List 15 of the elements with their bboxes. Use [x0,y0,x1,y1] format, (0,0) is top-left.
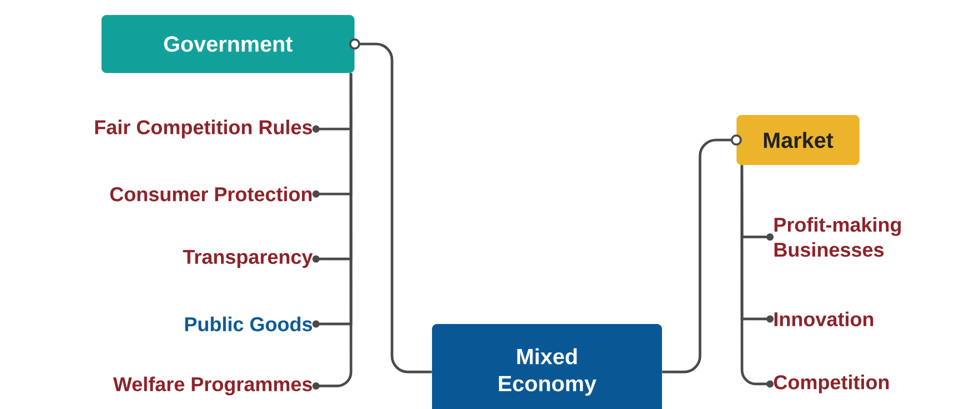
item-label: Consumer Protection [110,186,312,202]
item-label: Transparency [182,250,313,268]
item-label: Profit-making Businesses [774,217,901,257]
market-box: Market [736,115,860,165]
item-label: Fair Competition Rules [95,120,312,138]
item-label: Welfare Programmes [113,376,312,396]
connector [312,73,352,390]
item-label: Competition [774,374,889,394]
connector [740,165,774,388]
item-label: Public Goods [185,316,312,332]
central-box: Mixed Economy [432,324,662,409]
connector [662,134,742,374]
item-label: Innovation [774,312,874,326]
connector [349,38,432,374]
government-box: Government [102,15,354,73]
